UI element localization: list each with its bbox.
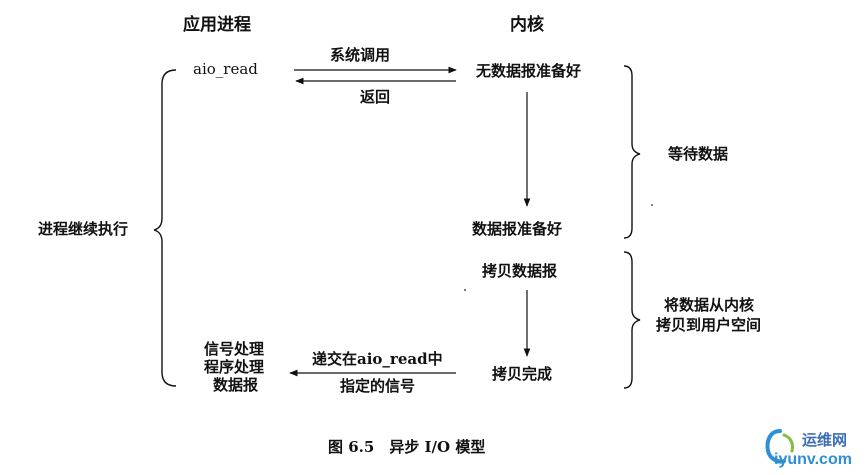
figure-caption: 图 6.5 异步 I/O 模型	[328, 438, 486, 456]
left-brace	[153, 69, 177, 387]
copy-datagram-label: 拷贝数据报	[482, 262, 558, 280]
deliver-signal-line-2: 指定的信号	[340, 377, 416, 395]
signal-handler-line-3: 数据报	[213, 376, 259, 394]
wait-brace	[623, 65, 641, 239]
syscall-label: 系统调用	[330, 46, 391, 64]
copy-brace	[623, 251, 641, 389]
continue-exec-label: 进程继续执行	[38, 220, 129, 238]
watermark-logo-icon	[765, 429, 794, 464]
no-datagram-label: 无数据报准备好	[476, 62, 582, 80]
phase-copy-line-1: 将数据从内核	[664, 296, 755, 314]
aio-read-label: aio_read	[193, 60, 258, 78]
header-app-process: 应用进程	[183, 15, 251, 35]
datagram-ready-label: 数据报准备好	[472, 220, 563, 238]
copy-done-label: 拷贝完成	[492, 365, 553, 383]
return-label: 返回	[360, 88, 391, 106]
watermark-domain: iyunv.com	[774, 451, 852, 468]
deliver-signal-line-1: 递交在aio_read中	[312, 350, 443, 368]
watermark: 运维网 iyunv.com	[760, 425, 864, 473]
signal-handler-line-1: 信号处理	[204, 340, 265, 358]
signal-handler-line-2: 程序处理	[204, 358, 265, 376]
header-kernel: 内核	[510, 15, 544, 35]
phase-wait-data: 等待数据	[668, 145, 729, 163]
watermark-name: 运维网	[802, 432, 848, 449]
phase-copy-line-2: 拷贝到用户空间	[656, 316, 762, 334]
